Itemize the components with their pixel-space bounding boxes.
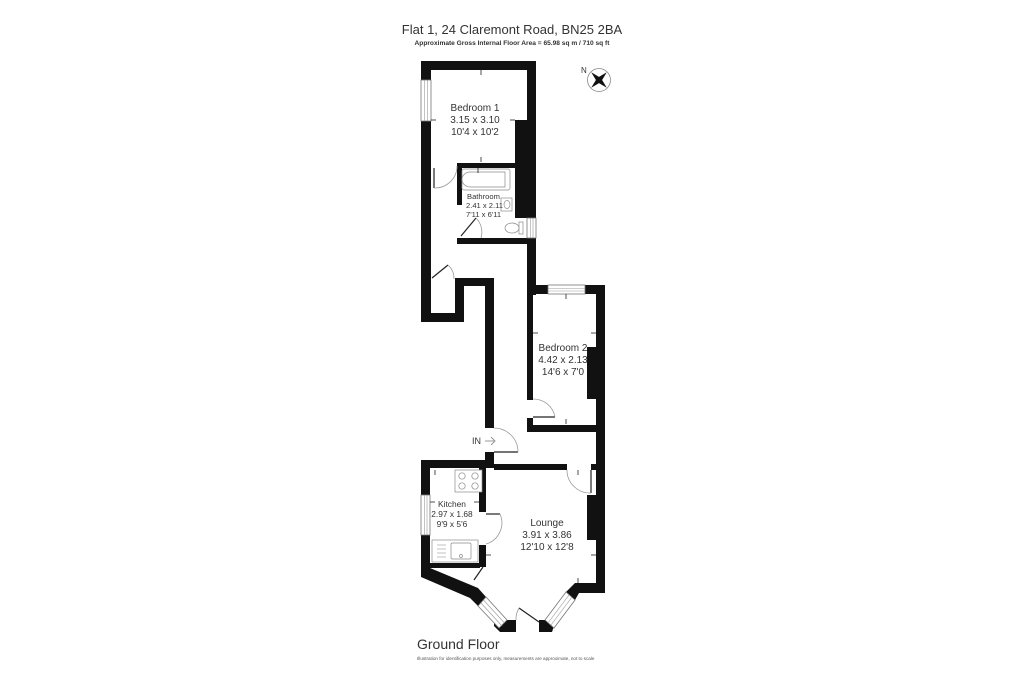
floor-area-subtitle: Approximate Gross Internal Floor Area = … <box>415 40 611 47</box>
door-lounge-hall <box>566 469 592 494</box>
dimension-markers <box>430 70 596 583</box>
window-bedroom-2 <box>547 284 586 295</box>
room-metric-size: 3.15 x 3.10 <box>450 115 500 126</box>
room-kitchen: Kitchen 2.97 x 1.68 9'9 x 5'6 <box>431 499 473 529</box>
entrance-marker: IN <box>472 436 496 446</box>
window-lounge-bay-left <box>477 596 508 629</box>
room-name: Kitchen <box>438 499 466 509</box>
compass-rose-icon <box>587 68 611 92</box>
plan-title: Flat 1, 24 Claremont Road, BN25 2BA <box>402 22 623 37</box>
door-kitchen <box>485 513 503 545</box>
entrance-label: IN <box>472 436 481 446</box>
window-lounge-bay-right <box>544 591 576 629</box>
room-imperial-size: 10'4 x 10'2 <box>451 127 499 138</box>
room-name: Bedroom 2 <box>539 343 588 354</box>
compass-north-label: N <box>581 66 587 75</box>
door-bedroom-2 <box>532 398 556 418</box>
room-bedroom-2: Bedroom 2 4.42 x 2.13 14'6 x 7'0 <box>538 343 588 378</box>
window-bedroom-1 <box>420 79 432 122</box>
door-hallway-cupboard <box>431 264 455 280</box>
floor-label: Ground Floor <box>417 636 500 652</box>
hob-icon <box>454 469 483 493</box>
doors <box>431 165 592 623</box>
room-lounge: Lounge 3.91 x 3.86 12'10 x 12'8 <box>520 518 574 553</box>
door-bedroom-1 <box>433 165 458 189</box>
door-bathroom <box>460 217 483 239</box>
door-entrance <box>493 427 519 453</box>
room-metric-size: 4.42 x 2.13 <box>538 355 588 366</box>
room-metric-size: 2.97 x 1.68 <box>431 509 473 519</box>
room-metric-size: 3.91 x 3.86 <box>522 530 572 541</box>
room-metric-size: 2.41 x 2.11 <box>466 201 503 210</box>
windows <box>420 79 586 629</box>
walls <box>421 61 605 632</box>
bathroom-sink-icon <box>500 197 513 212</box>
window-kitchen <box>420 494 431 536</box>
room-imperial-size: 14'6 x 7'0 <box>542 367 585 378</box>
room-name: Lounge <box>530 518 564 529</box>
room-bathroom: Bathroom 2.41 x 2.11 7'11 x 6'11 <box>466 192 503 219</box>
bath-icon <box>461 168 511 191</box>
room-imperial-size: 12'10 x 12'8 <box>520 542 574 553</box>
door-kitchen-lower <box>473 566 484 581</box>
kitchen-sink-icon <box>431 539 479 563</box>
door-lounge-front <box>515 607 540 623</box>
entrance-arrow-icon <box>485 436 496 446</box>
room-imperial-size: 7'11 x 6'11 <box>466 210 501 219</box>
disclaimer-note: Illustration for identification purposes… <box>417 656 595 661</box>
window-bathroom <box>526 217 537 239</box>
room-bedroom-1: Bedroom 1 3.15 x 3.10 10'4 x 10'2 <box>450 103 500 138</box>
toilet-icon <box>504 221 524 235</box>
room-name: Bedroom 1 <box>451 103 500 114</box>
room-name: Bathroom <box>467 192 500 201</box>
room-imperial-size: 9'9 x 5'6 <box>437 519 468 529</box>
